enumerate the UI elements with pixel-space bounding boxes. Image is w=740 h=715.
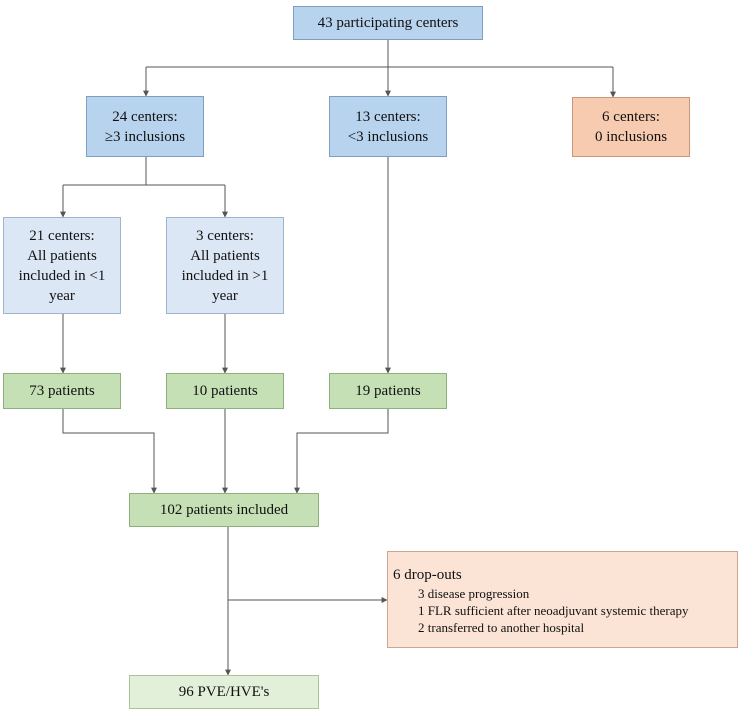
box-19-patients: 19 patients <box>329 373 447 409</box>
box-line-2: All patients <box>190 247 260 264</box>
box-line-3: included in >1 <box>181 267 269 284</box>
box-label: 19 patients <box>355 383 421 399</box>
box-21-centers: 21 centers: All patients included in <1 … <box>3 217 121 314</box>
box-102-patients-included: 102 patients included <box>129 493 319 527</box>
box-line-2: All patients <box>27 247 97 264</box>
dropout-reason: 2 transferred to another hospital <box>418 620 585 635</box>
box-label: 43 participating centers <box>317 15 459 31</box>
box-10-patients: 10 patients <box>166 373 284 409</box>
box-43-participating-centers: 43 participating centers <box>293 6 483 40</box>
arrow-73-to-included <box>62 409 157 494</box>
box-24-centers: 24 centers: ≥3 inclusions <box>86 96 204 157</box>
box-label: 96 PVE/HVE's <box>178 684 270 700</box>
box-3-centers: 3 centers: All patients included in >1 y… <box>166 217 284 314</box>
box-line-1: 6 centers: <box>602 109 660 125</box>
box-line-2: 0 inclusions <box>594 129 668 145</box>
box-label: 10 patients <box>192 383 258 399</box>
dropouts-title: 6 drop-outs <box>393 567 462 583</box>
box-line-4: year <box>49 287 75 304</box>
box-line-1: 13 centers: <box>355 108 421 125</box>
arrow-19-to-included <box>294 409 389 494</box>
box-line-1: 24 centers: <box>112 108 178 125</box>
dropout-reason: 1 FLR sufficient after neoadjuvant syste… <box>418 603 689 618</box>
box-line-1: 3 centers: <box>196 227 254 244</box>
dropout-reason: 3 disease progression <box>418 586 530 601</box>
box-73-patients: 73 patients <box>3 373 121 409</box>
box-line-2: ≥3 inclusions <box>104 128 186 145</box>
box-13-centers: 13 centers: <3 inclusions <box>329 96 447 157</box>
box-line-1: 21 centers: <box>29 227 95 244</box>
box-line-2: <3 inclusions <box>347 128 429 145</box>
box-line-3: included in <1 <box>18 267 106 284</box>
box-label: 102 patients included <box>159 502 289 518</box>
box-dropouts: 6 drop-outs 3 disease progression 1 FLR … <box>387 551 738 648</box>
box-96-pve-hve: 96 PVE/HVE's <box>129 675 319 709</box>
box-6-centers: 6 centers: 0 inclusions <box>572 97 690 157</box>
box-line-4: year <box>212 287 238 304</box>
box-label: 73 patients <box>29 383 95 399</box>
